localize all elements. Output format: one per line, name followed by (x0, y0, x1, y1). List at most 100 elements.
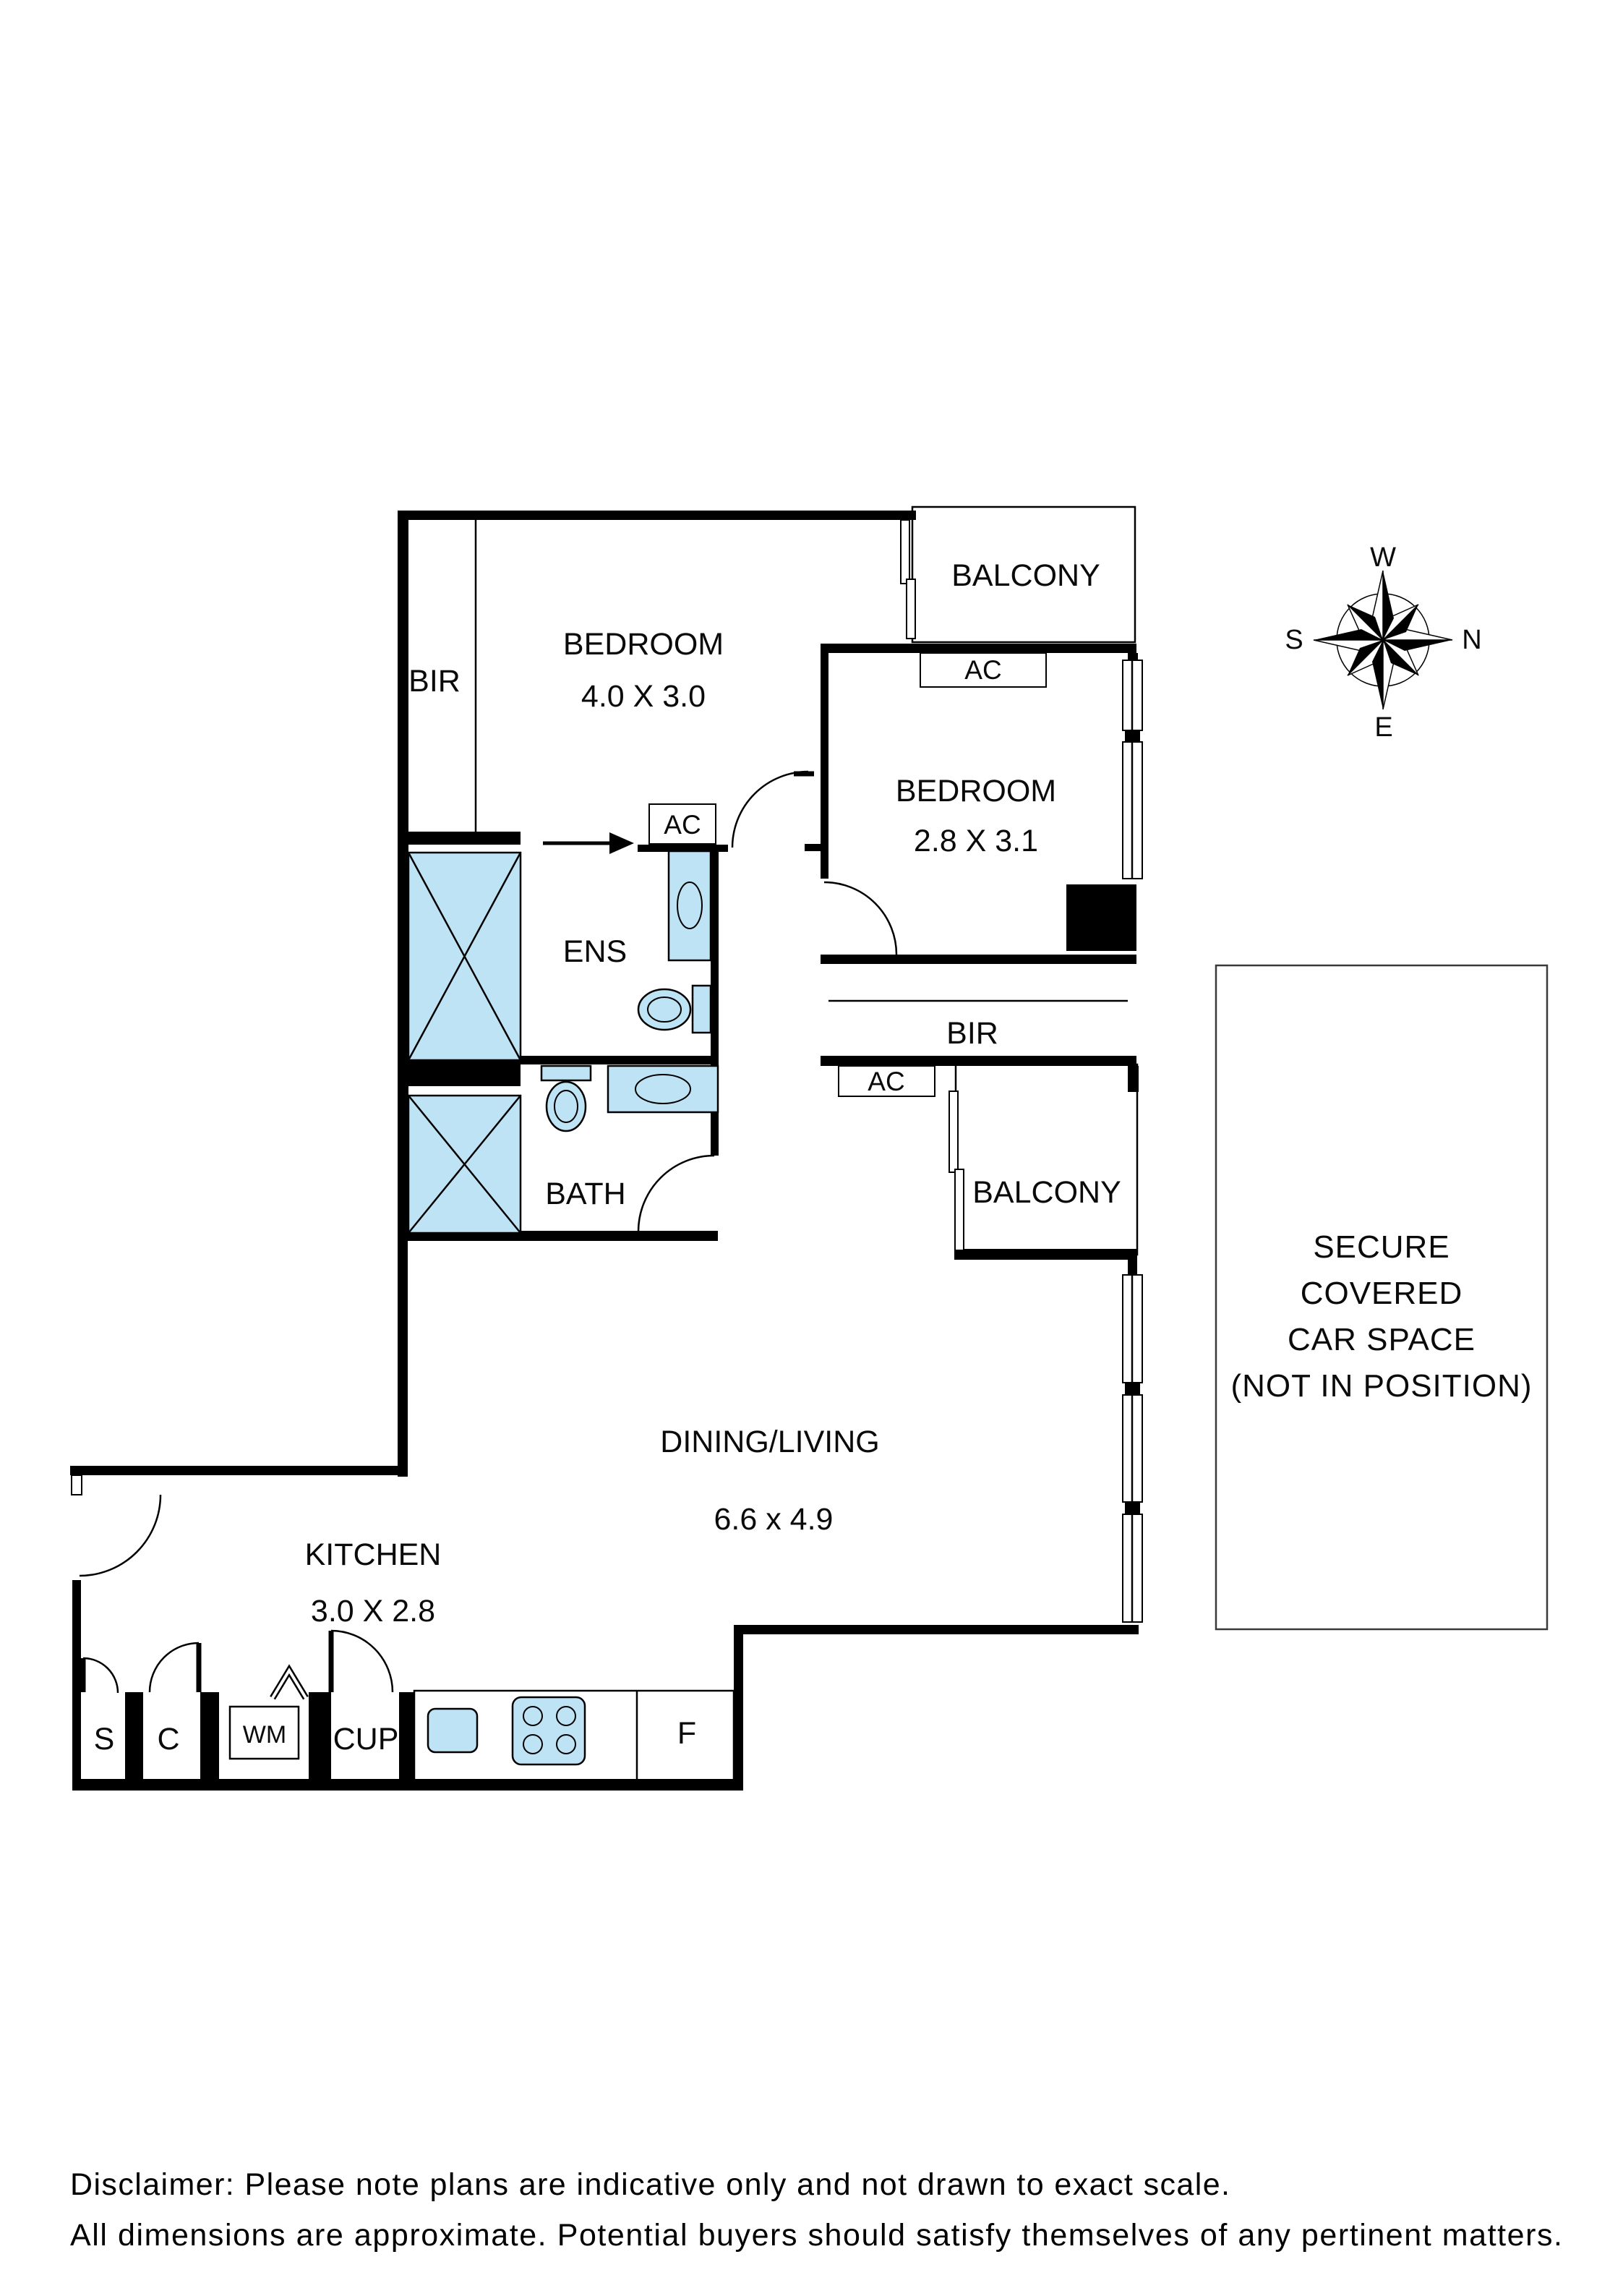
window-tie-3 (1125, 1502, 1140, 1514)
car-space-line3: CAR SPACE (1288, 1322, 1476, 1357)
ac-ens-box (648, 803, 716, 845)
wall-top (399, 511, 916, 520)
wall-bed2-left-upper (821, 644, 828, 851)
room-labels: BEDROOM 4.0 X 3.0 BEDROOM 2.8 X 3.1 BIR … (305, 558, 1532, 1629)
car-space-line4: (NOT IN POSITION) (1230, 1368, 1532, 1404)
dining-label: DINING/LIVING (660, 1425, 879, 1459)
windows (900, 519, 1143, 1623)
bedroom2-label: BEDROOM (896, 774, 1056, 808)
window-tie-1 (1125, 730, 1140, 742)
balcony1-outline (911, 505, 1136, 644)
bedroom1-label: BEDROOM (563, 627, 724, 662)
wall-right-b (1128, 1066, 1139, 1092)
sink-icon (427, 1707, 479, 1754)
wm-tap-caret (270, 1664, 309, 1700)
cupboard-c-label: C (157, 1722, 179, 1757)
wall-kitchen-right (734, 1625, 743, 1788)
disclaimer-line2: All dimensions are approximate. Potentia… (70, 2218, 1562, 2253)
arrow-head (609, 832, 634, 854)
dining-dims: 6.6 x 4.9 (714, 1502, 834, 1537)
ac-bedroom2-box (920, 652, 1047, 688)
compass-north-label: N (1462, 625, 1481, 655)
wall-ens-right (711, 851, 719, 1156)
structural-column (1066, 884, 1136, 951)
bedroom1-dims: 4.0 X 3.0 (581, 679, 706, 714)
ac-balcony-box (838, 1065, 935, 1097)
burner-icon (523, 1734, 543, 1754)
balcony2-slider-panel (948, 1091, 959, 1173)
kitchen-dims: 3.0 X 2.8 (311, 1594, 435, 1629)
toilet-cistern-icon (540, 1064, 592, 1082)
kitchen-label: KITCHEN (305, 1537, 442, 1572)
wall-kitchen-top (70, 1466, 407, 1475)
divider-cup-bench (399, 1692, 414, 1781)
wm-tap-caret-inner (271, 1668, 307, 1699)
ac-bedroom2-label: AC (964, 655, 1001, 685)
basin-icon (677, 882, 703, 929)
wall-bir1-bottom (398, 832, 521, 845)
wall-ac-ens (638, 845, 728, 852)
divider-c-wm (200, 1692, 219, 1781)
balcony1-slider-panel (900, 519, 910, 584)
balcony1-slider-panel (906, 579, 916, 639)
balcony1-label: BALCONY (951, 558, 1100, 593)
wall-dining-bottom (734, 1625, 1139, 1634)
ac-ens-label: AC (664, 810, 701, 840)
wall-shower-divider (407, 1060, 521, 1086)
compass-east-label: E (1374, 712, 1392, 743)
kitchen-bench-outline (413, 1689, 735, 1782)
door-arc-bedroom2 (823, 881, 898, 955)
wall-left-main (398, 511, 408, 1241)
balcony2-label: BALCONY (972, 1175, 1121, 1210)
wall-right-c (1128, 1260, 1137, 1278)
basin-icon (635, 1074, 691, 1104)
door-arc-cupboard-c (148, 1642, 200, 1693)
door-arc-bath (637, 1154, 715, 1232)
fridge-label: F (677, 1716, 696, 1751)
fixture-labels: AC AC AC S C WM CUP F (94, 655, 1002, 1757)
compass-south-label: S (1285, 625, 1303, 655)
bir1-label: BIR (408, 664, 461, 699)
wall-bir2-bottom (821, 1056, 1136, 1066)
ac-balcony-label: AC (868, 1067, 904, 1096)
compass-star-black (1314, 571, 1452, 709)
burner-icon (523, 1706, 543, 1726)
wall-bir2-top (821, 955, 1136, 964)
compass-west-label: W (1370, 542, 1396, 573)
car-space-line1: SECURE (1313, 1229, 1449, 1265)
door-arc-cup (330, 1629, 394, 1693)
fixtures (407, 850, 719, 1766)
shower-cross (408, 1095, 521, 1234)
ens-label: ENS (563, 934, 627, 969)
walls (70, 511, 1140, 1791)
car-space-outline (1215, 964, 1549, 1631)
balcony2-outline (954, 1063, 1139, 1256)
toilet-bowl-inner (647, 997, 682, 1023)
cup-label: CUP (333, 1722, 399, 1757)
door-arc-entry (79, 1494, 162, 1577)
bath-label: BATH (545, 1177, 626, 1211)
entry-arrow-icon (543, 832, 634, 854)
toilet-bowl-inner (554, 1090, 578, 1123)
compass-rose-icon: W N E S (1285, 542, 1481, 743)
car-space-line2: COVERED (1301, 1276, 1463, 1311)
divider-s-c (125, 1692, 143, 1781)
balcony2-slider-panel (954, 1169, 964, 1251)
thin-outlines (71, 505, 1549, 1782)
wall-jog (805, 844, 826, 851)
wall-bath-top (521, 1056, 718, 1064)
door-arc-store (82, 1657, 119, 1694)
window-tie-2 (1125, 1383, 1140, 1395)
divider-wm-cup (309, 1692, 331, 1781)
toilet-cistern-icon (691, 984, 712, 1034)
wall-bottom (72, 1779, 743, 1791)
burner-icon (556, 1734, 576, 1754)
entry-door-frame (71, 1475, 82, 1495)
bedroom2-dims: 2.8 X 3.1 (914, 824, 1038, 858)
washing-machine-box (228, 1705, 300, 1760)
disclaimer-line1: Disclaimer: Please note plans are indica… (70, 2167, 1229, 2202)
stove-icon (511, 1696, 586, 1766)
burner-icon (556, 1706, 576, 1726)
